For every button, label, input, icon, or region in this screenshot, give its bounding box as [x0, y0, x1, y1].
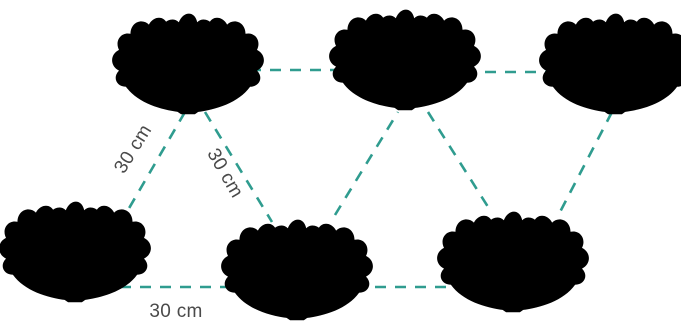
lettuce-plant-icon — [221, 219, 373, 321]
spacing-line-diag-right — [558, 111, 614, 213]
lettuce-plant-icon — [329, 9, 481, 111]
label-bottom-horizontal: 30 cm — [149, 301, 202, 322]
lettuce-plant-icon — [112, 13, 264, 115]
spacing-line-diag-center-down — [426, 111, 492, 211]
label-middle-diagonal: 30 cm — [202, 145, 247, 202]
lettuce-plant-icon — [437, 211, 589, 313]
spacing-line-diag-middle — [203, 111, 274, 223]
spacing-lines — [120, 68, 614, 289]
label-left-diagonal: 30 cm — [110, 121, 156, 177]
lettuce-plant-icon — [539, 13, 681, 115]
plants — [0, 9, 681, 321]
spacing-line-diag-center-up — [333, 111, 400, 216]
